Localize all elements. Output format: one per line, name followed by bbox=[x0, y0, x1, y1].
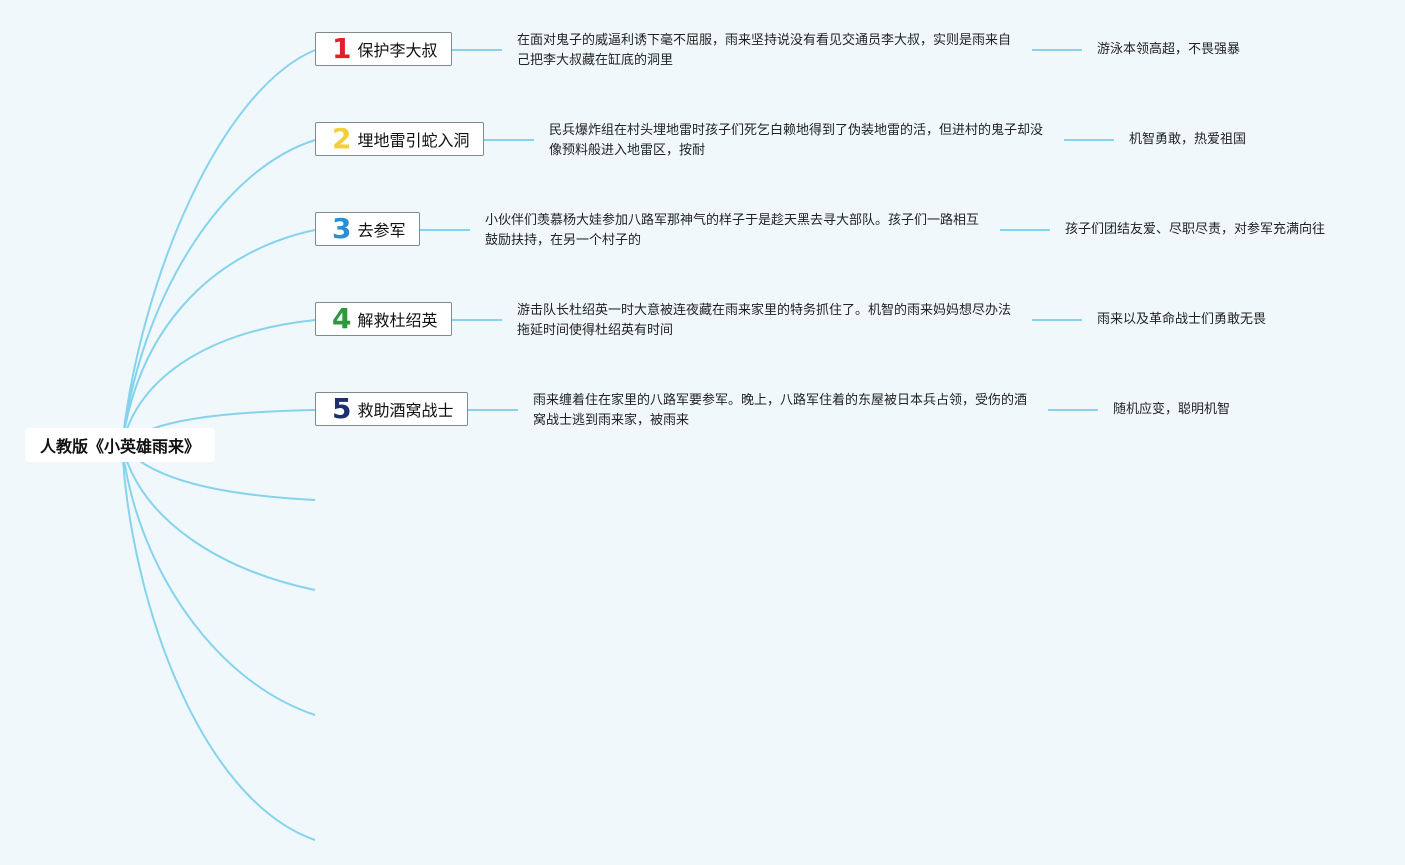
number-4-icon: 4 bbox=[332, 302, 352, 335]
topic-description[interactable]: 小伙伴们羡慕杨大娃参加八路军那神气的样子于是趁天黑去寻大部队。孩子们一路相互鼓励… bbox=[485, 213, 980, 248]
number-3-icon: 3 bbox=[332, 212, 352, 245]
topic-trait[interactable]: 游泳本领高超，不畏强暴 bbox=[1097, 42, 1241, 57]
branch-connector bbox=[121, 139, 316, 446]
topic-title: 救助酒窝战士 bbox=[357, 401, 454, 420]
topic-trait[interactable]: 孩子们团结友爱、尽职尽责，对参军充满向往 bbox=[1065, 222, 1326, 237]
topic-description[interactable]: 雨来缠着住在家里的八路军要参军。晚上，八路军住着的东屋被日本兵占领，受伤的酒窝战… bbox=[533, 393, 1028, 428]
root-title: 人教版《小英雄雨来》 bbox=[39, 437, 200, 456]
empty-branch-connector bbox=[121, 444, 316, 841]
topic-trait[interactable]: 机智勇敢，热爱祖国 bbox=[1129, 132, 1247, 147]
root-topic[interactable]: 人教版《小英雄雨来》 bbox=[25, 428, 215, 462]
number-2-icon: 2 bbox=[332, 122, 352, 155]
branch-connector bbox=[121, 319, 316, 446]
topic-description[interactable]: 民兵爆炸组在村头埋地雷时孩子们死乞白赖地得到了伪装地雷的活，但进村的鬼子却没像预… bbox=[549, 123, 1044, 158]
topic-title: 解救杜绍英 bbox=[357, 311, 438, 330]
topic-join-army[interactable]: 3 去参军 bbox=[315, 212, 420, 246]
topic-trait[interactable]: 雨来以及革命战士们勇敢无畏 bbox=[1097, 312, 1267, 327]
topic-title: 保护李大叔 bbox=[357, 41, 438, 60]
topic-trait[interactable]: 随机应变，聪明机智 bbox=[1113, 402, 1231, 417]
topic-title: 埋地雷引蛇入洞 bbox=[357, 131, 470, 150]
topic-description[interactable]: 在面对鬼子的威逼利诱下毫不屈服，雨来坚持说没有看见交通员李大叔，实则是雨来自己把… bbox=[517, 33, 1012, 68]
topic-help-soldier[interactable]: 5 救助酒窝战士 bbox=[315, 392, 468, 426]
empty-branch-connector bbox=[121, 444, 316, 591]
branch-connector bbox=[121, 49, 316, 446]
number-5-icon: 5 bbox=[332, 392, 352, 425]
topic-rescue-du[interactable]: 4 解救杜绍英 bbox=[315, 302, 452, 336]
topic-title: 去参军 bbox=[357, 221, 406, 240]
branch-connector bbox=[121, 229, 316, 446]
empty-branch-connector bbox=[121, 444, 316, 716]
topic-landmine[interactable]: 2 埋地雷引蛇入洞 bbox=[315, 122, 484, 156]
topic-protect-li[interactable]: 1 保护李大叔 bbox=[315, 32, 452, 66]
number-1-icon: 1 bbox=[332, 32, 352, 65]
topic-description[interactable]: 游击队长杜绍英一时大意被连夜藏在雨来家里的特务抓住了。机智的雨来妈妈想尽办法拖延… bbox=[517, 303, 1012, 338]
